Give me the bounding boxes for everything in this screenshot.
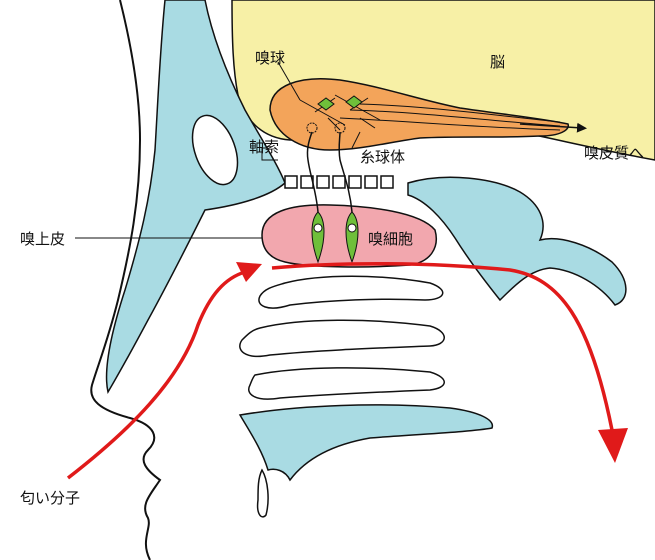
right-bone	[408, 177, 626, 305]
label-olfactory-epithelium: 嗅上皮	[20, 230, 65, 248]
label-odor-molecule: 匂い分子	[20, 489, 80, 507]
tooth-shape	[258, 470, 268, 517]
label-olfactory-cell: 嗅細胞	[368, 230, 413, 248]
cribriform-plate	[285, 176, 393, 188]
palate-bone	[240, 405, 492, 480]
turbinate-1	[259, 276, 443, 308]
turbinate-3	[249, 368, 445, 399]
label-axon: 軸索	[249, 138, 279, 156]
turbinate-2	[240, 320, 444, 356]
label-olfactory-cortex: 嗅皮質へ	[584, 144, 644, 162]
arrowhead-lower	[598, 428, 628, 463]
label-olfactory-bulb: 嗅球	[255, 49, 285, 67]
label-brain: 脳	[490, 53, 505, 71]
label-glomerulus: 糸球体	[360, 148, 405, 166]
